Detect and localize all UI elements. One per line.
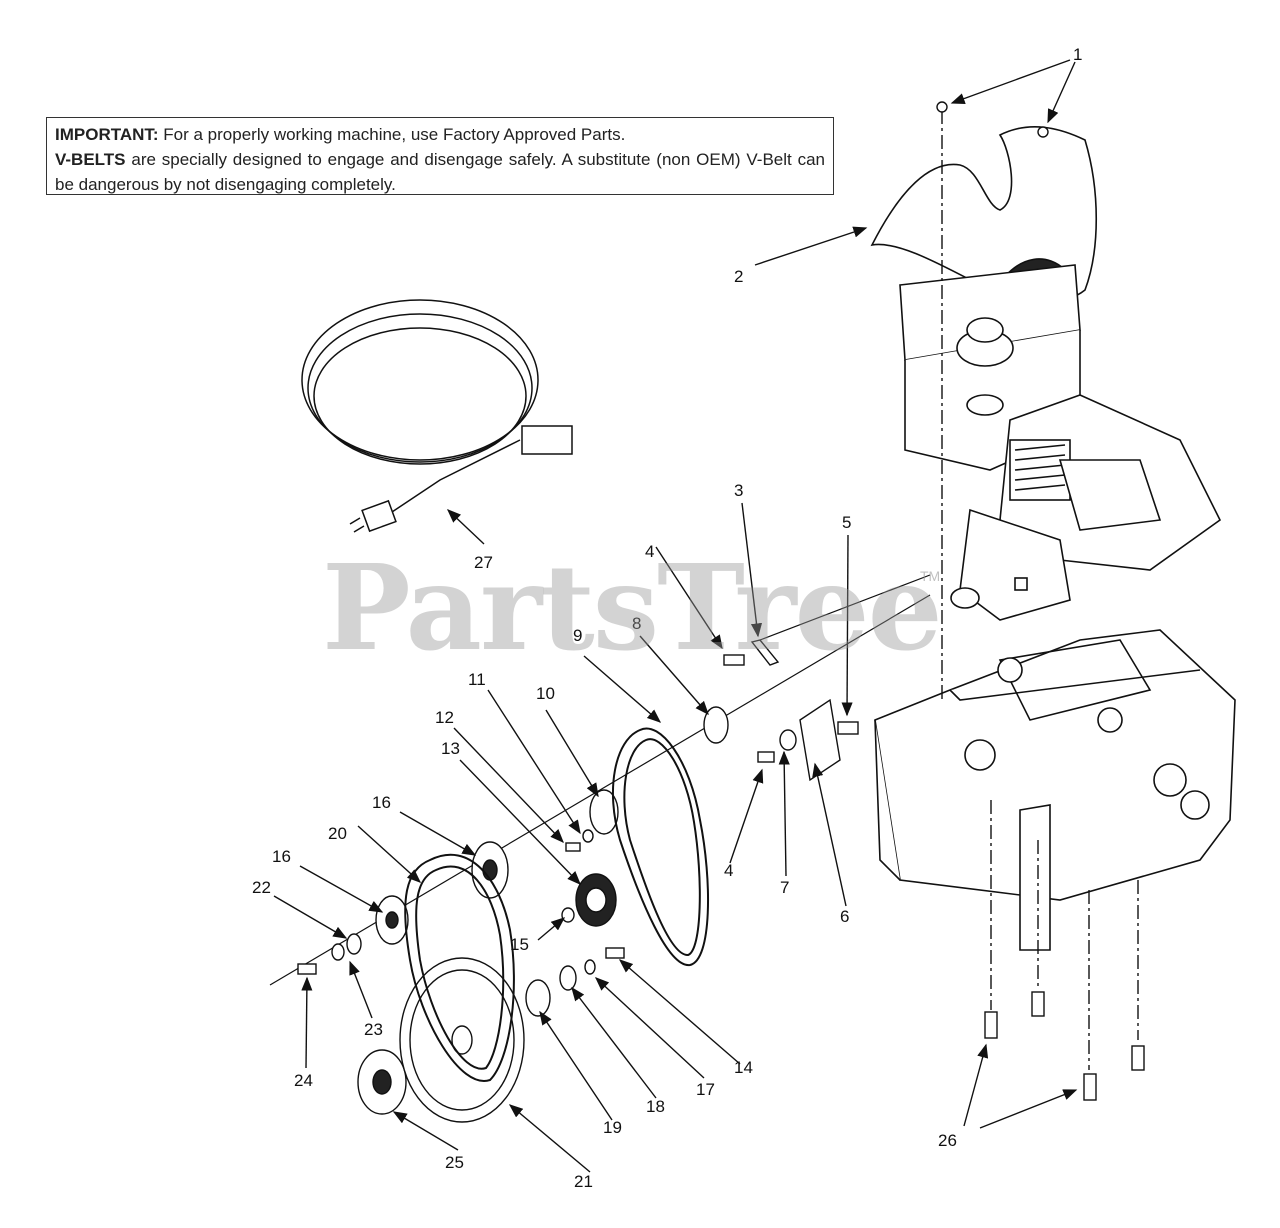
- callout-19: 19: [603, 1118, 622, 1137]
- watermark-trademark: TM: [920, 568, 941, 584]
- callout-21: 21: [574, 1172, 593, 1191]
- callout-5: 5: [842, 513, 851, 532]
- callout-26: 26: [938, 1131, 957, 1150]
- callout-25: 25: [445, 1153, 464, 1172]
- callout-8: 8: [632, 614, 641, 633]
- callout-12: 12: [435, 708, 454, 727]
- important-text: For a properly working machine, use Fact…: [158, 125, 626, 144]
- callout-11: 11: [468, 670, 486, 689]
- nut-pair-1: [936, 101, 1049, 138]
- callout-20: 20: [328, 824, 347, 843]
- callout-15: 15: [510, 935, 529, 954]
- callout-27: 27: [474, 553, 493, 572]
- callout-24: 24: [294, 1071, 313, 1090]
- callout-2: 2: [734, 267, 743, 286]
- small-parts: [297, 639, 859, 1123]
- assembly-axis-upper: [759, 574, 931, 641]
- important-label: IMPORTANT:: [55, 125, 159, 144]
- callout-16-lower: 16: [272, 847, 291, 866]
- power-cord: [301, 299, 573, 533]
- callout-3: 3: [734, 481, 743, 500]
- callout-13: 13: [441, 739, 460, 758]
- vbelts-text: are specially designed to engage and dis…: [55, 150, 825, 194]
- frame-housing: [874, 629, 1236, 951]
- callout-4-upper: 4: [645, 542, 654, 561]
- callout-16-upper: 16: [372, 793, 391, 812]
- callout-10: 10: [536, 684, 555, 703]
- callout-22: 22: [252, 878, 271, 897]
- callout-7: 7: [780, 878, 789, 897]
- engine-block: [899, 264, 1222, 621]
- callout-6: 6: [840, 907, 849, 926]
- bolt-set-26: [941, 110, 1145, 1101]
- callout-14: 14: [734, 1058, 753, 1077]
- v-belts: [404, 727, 709, 1082]
- callout-labels: 1 2 3 4 4 5 6 7 8 9 10 11 12 13 14 15 16…: [252, 45, 1082, 1191]
- leader-lines: [273, 59, 1078, 1173]
- callout-1: 1: [1073, 45, 1082, 64]
- callout-17: 17: [696, 1080, 715, 1099]
- callout-4-lower: 4: [724, 861, 733, 880]
- watermark-logo: PartsTree: [322, 538, 943, 677]
- callout-9: 9: [573, 626, 582, 645]
- important-notice: IMPORTANT: For a properly working machin…: [46, 117, 834, 195]
- callout-18: 18: [646, 1097, 665, 1116]
- vbelts-label: V-BELTS: [55, 150, 126, 169]
- callout-23: 23: [364, 1020, 383, 1039]
